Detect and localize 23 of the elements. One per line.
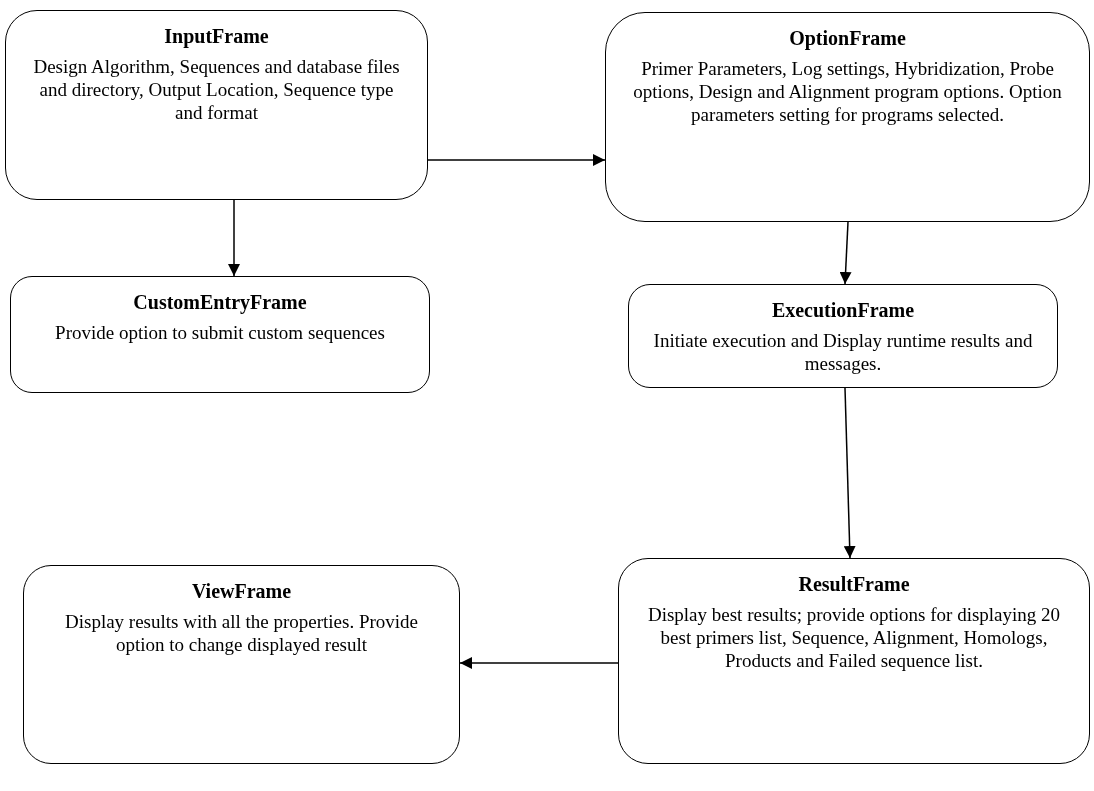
process-box	[10, 276, 430, 393]
arrow	[459, 657, 619, 669]
arrow	[839, 221, 852, 285]
box-description: Display best results; provide options for displaying 20 best primers list, Sequence, Alignment, Homologs, Products and Failed sequence list.	[646, 604, 1062, 673]
box-description: Initiate execution and Display runtime results and messages.	[652, 330, 1034, 376]
box-title: ViewFrame	[190, 580, 293, 603]
process-box	[618, 558, 1090, 764]
arrow	[843, 387, 856, 559]
arrow	[228, 199, 240, 277]
process-box	[5, 10, 428, 200]
box-description: Primer Parameters, Log settings, Hybridization, Probe options, Design and Alignment program options. Option parameters setting for programs selected.	[632, 58, 1063, 127]
box-title: ExecutionFrame	[770, 299, 916, 322]
process-box	[628, 284, 1058, 388]
box-description: Display results with all the properties. Provide option to change displayed result	[64, 611, 419, 657]
box-description: Design Algorithm, Sequences and database files and directory, Output Location, Sequence type and format	[32, 56, 401, 125]
box-title: CustomEntryFrame	[132, 291, 308, 314]
process-box	[23, 565, 460, 764]
process-box	[605, 12, 1090, 222]
box-description: Provide option to submit custom sequences	[54, 322, 386, 345]
arrow	[427, 154, 606, 166]
box-title: InputFrame	[163, 25, 270, 48]
box-title: ResultFrame	[797, 573, 911, 596]
box-title: OptionFrame	[788, 27, 907, 50]
